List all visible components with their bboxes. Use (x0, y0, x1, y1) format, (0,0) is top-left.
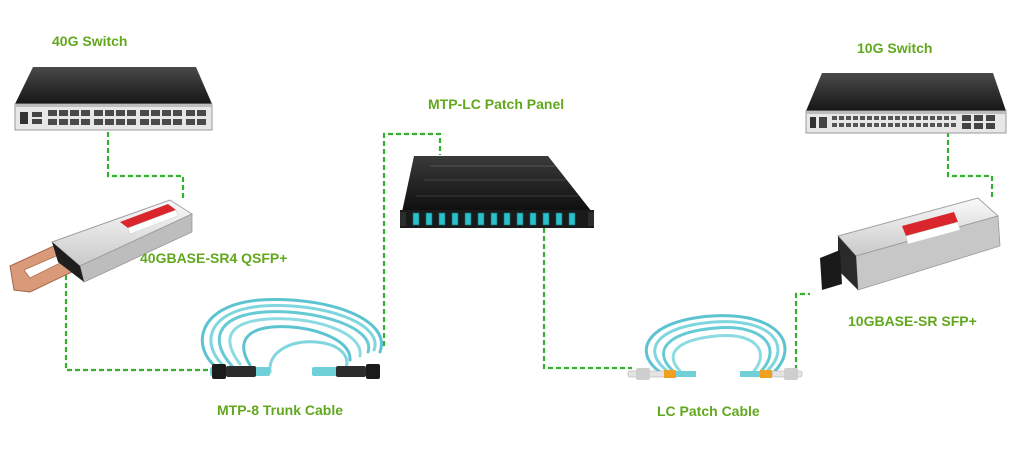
label-trunk-cable: MTP-8 Trunk Cable (217, 402, 344, 418)
link-trunk-to-panel (382, 132, 442, 346)
link-panel-to-lc (542, 228, 632, 370)
qsfp-transceiver (9, 199, 194, 293)
link-qsfp-to-trunk (64, 275, 212, 372)
switch-40g (14, 67, 213, 131)
patch-panel (400, 156, 594, 228)
label-10g-switch: 10G Switch (857, 40, 933, 56)
label-40g-switch: 40G Switch (52, 33, 128, 49)
link-lc-to-sfp (794, 292, 810, 370)
lc-patch-cable (627, 314, 803, 380)
label-qsfp: 40GBASE-SR4 QSFP+ (140, 250, 288, 266)
link-10g-switch-to-sfp (946, 132, 994, 198)
label-sfp: 10GBASE-SR SFP+ (848, 313, 977, 329)
connection-lines (64, 132, 994, 372)
switch-10g (805, 73, 1007, 134)
link-40g-switch-to-qsfp (106, 132, 185, 198)
mtp-trunk-cable (200, 298, 383, 379)
label-lc-cable: LC Patch Cable (657, 403, 760, 419)
label-patch-panel: MTP-LC Patch Panel (428, 96, 565, 112)
sfp-transceiver (820, 197, 1001, 291)
